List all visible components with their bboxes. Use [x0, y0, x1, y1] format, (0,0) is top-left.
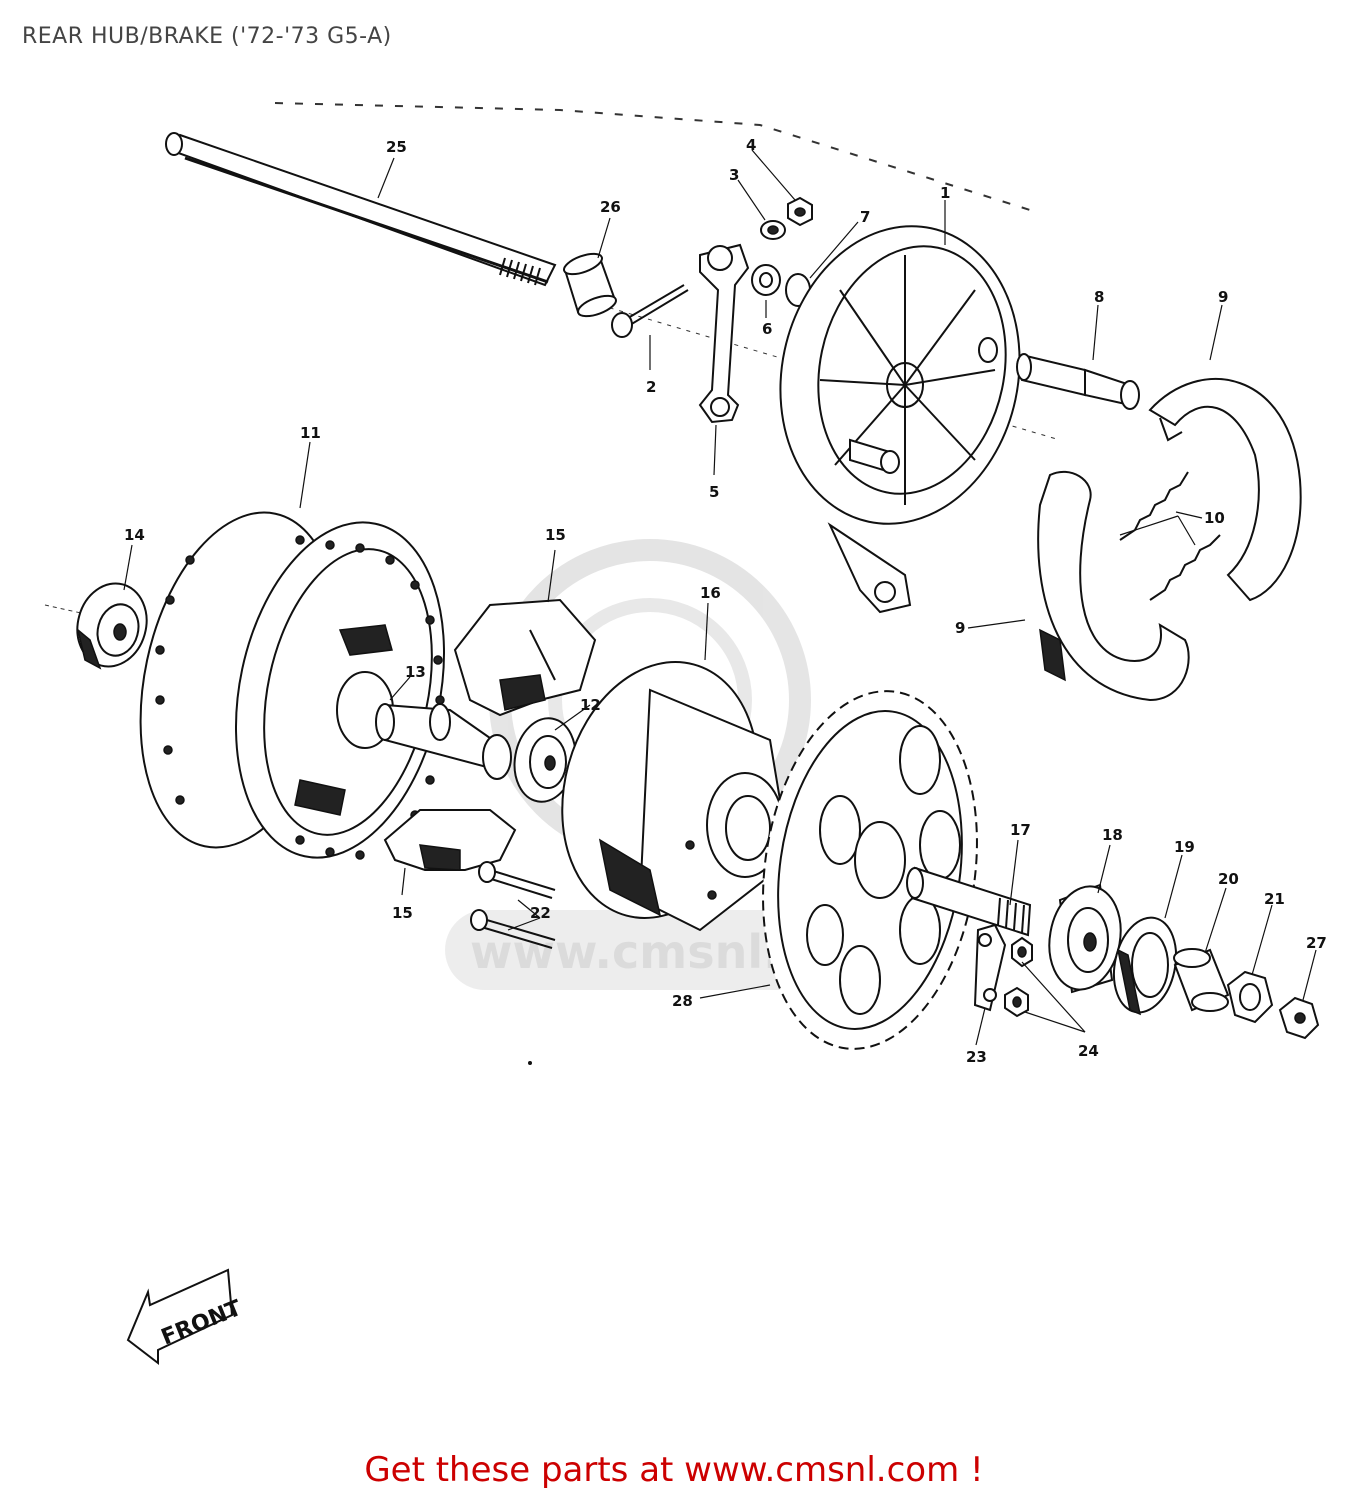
callout-2: 2	[646, 378, 656, 396]
callout-13: 13	[405, 663, 426, 681]
callout-10: 10	[1204, 509, 1225, 527]
part-6-washer[interactable]	[751, 264, 781, 296]
part-17-shaft[interactable]	[906, 866, 1032, 937]
callout-28: 28	[672, 992, 693, 1010]
front-arrow: FRONT	[126, 1268, 245, 1366]
part-10-springs[interactable]	[1119, 471, 1221, 601]
exploded-parts-diagram: www.cmsnl.com	[44, 102, 1327, 1366]
part-27-cap-nut[interactable]	[1278, 996, 1320, 1040]
part-26-spacer[interactable]	[561, 250, 618, 321]
part-9-brake-shoe-upper[interactable]	[1148, 378, 1302, 602]
callout-14: 14	[124, 526, 145, 544]
callout-26: 26	[600, 198, 621, 216]
callout-16: 16	[700, 584, 721, 602]
callout-19: 19	[1174, 838, 1195, 856]
dashed-centerline	[274, 102, 1031, 211]
part-22-bolts[interactable]	[470, 861, 556, 949]
callout-3: 3	[729, 166, 739, 184]
callout-12: 12	[580, 696, 601, 714]
page-title: REAR HUB/BRAKE ('72-'73 G5-A)	[22, 24, 392, 49]
part-15-damper-upper[interactable]	[453, 598, 597, 717]
callout-22: 22	[530, 904, 551, 922]
callout-4: 4	[746, 136, 756, 154]
part-20-collar[interactable]	[1173, 948, 1230, 1012]
part-14-bearing[interactable]	[68, 576, 155, 675]
callout-25: 25	[386, 138, 407, 156]
callout-9-upper: 9	[1218, 288, 1228, 306]
callout-17: 17	[1010, 821, 1031, 839]
callout-6: 6	[762, 320, 772, 338]
part-24-nuts[interactable]	[1004, 936, 1033, 1018]
part-3-washer[interactable]	[760, 220, 786, 240]
callout-20: 20	[1218, 870, 1239, 888]
callout-1: 1	[940, 184, 950, 202]
part-18-bearing[interactable]	[1042, 881, 1129, 996]
part-23-lock-plate[interactable]	[973, 923, 1007, 1012]
part-16-sprocket-hub[interactable]	[535, 640, 792, 940]
part-4-nut[interactable]	[787, 196, 813, 227]
part-19-oil-seal[interactable]	[1106, 912, 1185, 1018]
part-12-bearing[interactable]	[508, 713, 582, 806]
part-11-wheel-hub[interactable]	[112, 494, 473, 877]
callout-7: 7	[860, 208, 870, 226]
part-21-nut[interactable]	[1226, 970, 1274, 1024]
footer-promo-text[interactable]: Get these parts at www.cmsnl.com !	[364, 1450, 984, 1490]
callout-5: 5	[709, 483, 719, 501]
leader-lines	[123, 149, 1317, 1046]
callout-9-lower: 9	[955, 619, 965, 637]
part-28-sprocket[interactable]	[741, 677, 999, 1063]
callout-27: 27	[1306, 934, 1327, 952]
part-8-brake-cam[interactable]	[1016, 353, 1140, 410]
callout-24: 24	[1078, 1042, 1099, 1060]
callout-23: 23	[966, 1048, 987, 1066]
callout-15-upper: 15	[545, 526, 566, 544]
part-1-brake-panel[interactable]	[753, 204, 1046, 614]
callout-11: 11	[300, 424, 321, 442]
part-15-damper-lower[interactable]	[383, 809, 517, 871]
part-13-sleeve[interactable]	[375, 703, 512, 780]
callout-15-lower: 15	[392, 904, 413, 922]
part-9-brake-shoe-lower[interactable]	[1037, 470, 1190, 702]
callout-21: 21	[1264, 890, 1285, 908]
callout-8: 8	[1094, 288, 1104, 306]
part-2-bolt[interactable]	[611, 284, 689, 338]
callout-labels: 1 2 3 4 5 6 7 8 9 9 10 11 12 13 14 15 15…	[124, 136, 1327, 1066]
part-25-axle[interactable]	[165, 132, 557, 287]
callout-18: 18	[1102, 826, 1123, 844]
part-5-brake-lever[interactable]	[698, 243, 750, 424]
